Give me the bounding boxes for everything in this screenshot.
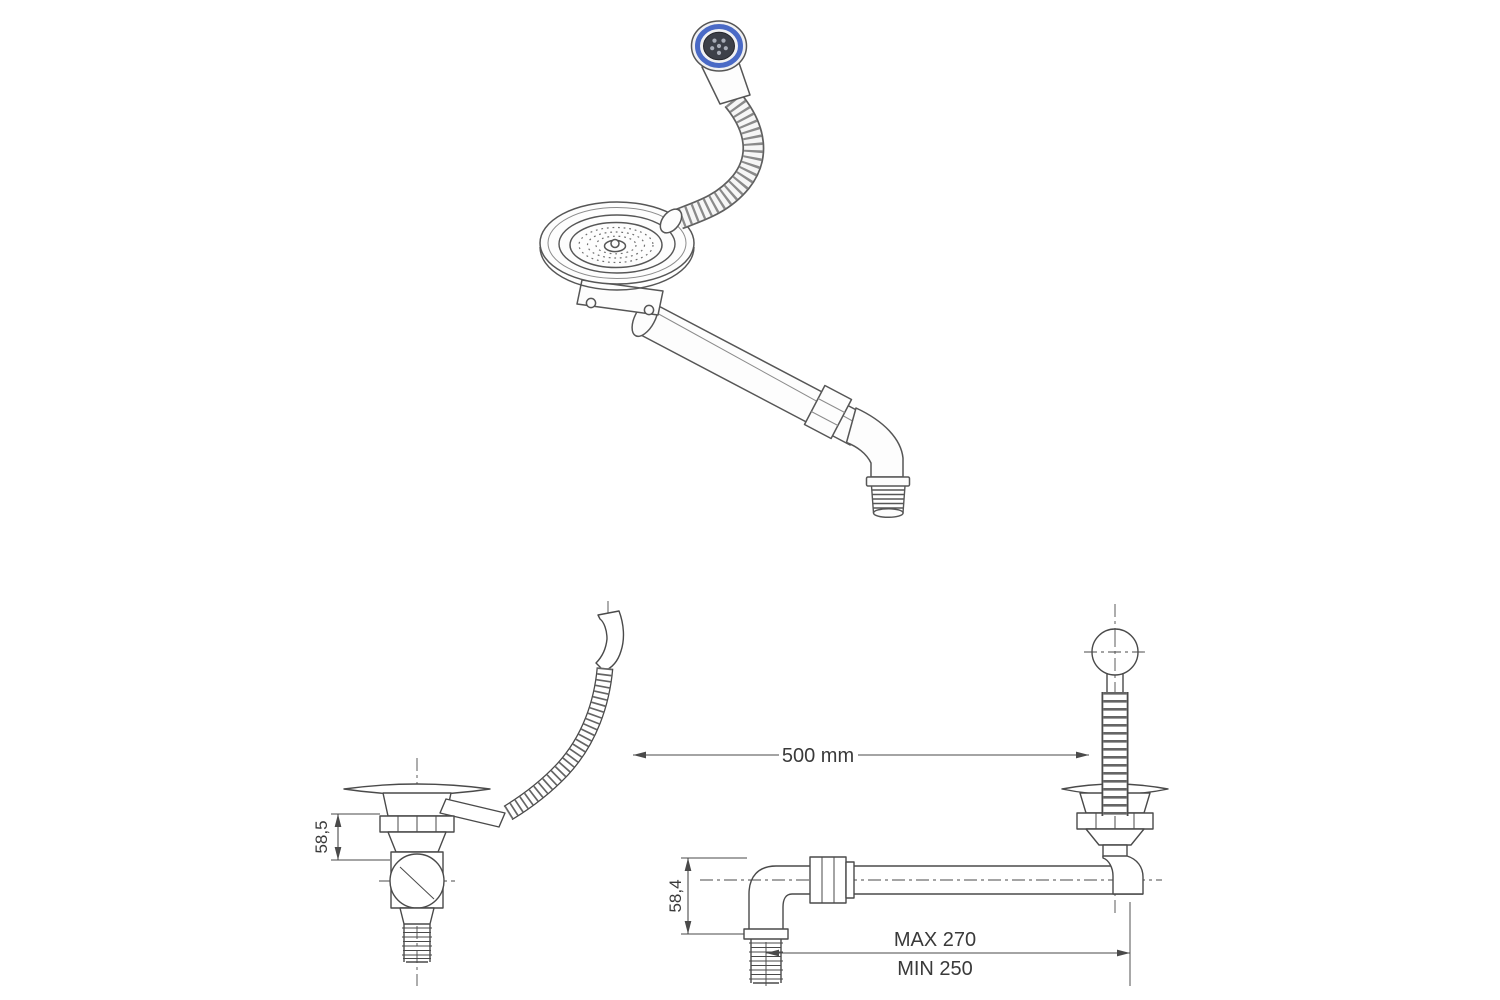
overflow-hook	[595, 610, 625, 672]
outlet-elbow	[845, 407, 911, 487]
dimension-span-label: 500 mm	[782, 745, 854, 767]
trap-tee	[389, 851, 445, 909]
pipe-union-nut	[809, 856, 855, 904]
dimension-left-depth: 58,5	[312, 813, 390, 861]
hose-connector	[659, 208, 683, 234]
threaded-outlet-iso	[870, 485, 906, 519]
overflow-hose-isometric	[659, 92, 765, 234]
cap-blue-ring	[695, 24, 743, 68]
dimension-min-label: MIN 250	[897, 958, 973, 980]
threaded-outlet-left	[399, 907, 435, 963]
dimension-right-depth-label: 58,4	[666, 879, 685, 912]
dimension-left-depth-label: 58,5	[312, 820, 331, 853]
right-side-view	[700, 604, 1169, 984]
strainer-basket	[539, 201, 695, 291]
strainer-side-view	[343, 783, 506, 853]
overflow-cap	[690, 20, 751, 105]
left-side-view	[343, 601, 625, 986]
dimension-pipe-length: MAX 270 MIN 250	[765, 902, 1131, 986]
pipe-compression-nut	[803, 384, 853, 440]
overflow-hose-side	[503, 667, 614, 821]
dimension-max-label: MAX 270	[894, 929, 976, 951]
isometric-view	[539, 20, 911, 519]
dimension-annotations: 500 mm 58,5 58,4 MAX 270 MIN 250	[312, 745, 1131, 986]
overflow-connector-front	[1091, 628, 1139, 693]
dimension-span: 500 mm	[633, 745, 1089, 767]
dimension-right-depth: 58,4	[666, 857, 747, 935]
horizontal-outlet-pipe	[743, 855, 1144, 940]
